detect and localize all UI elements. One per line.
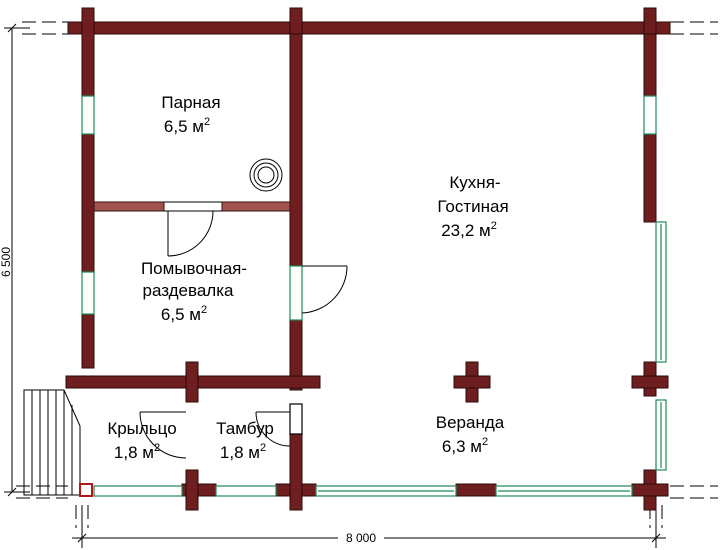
room-name-kitchen-1: Кухня- bbox=[449, 173, 500, 192]
room-name-porch: Крыльцо bbox=[107, 419, 176, 438]
stove-icon bbox=[249, 158, 283, 192]
room-name-parnaya: Парная bbox=[161, 93, 220, 112]
room-area-porch: 1,8 м2 bbox=[114, 442, 160, 462]
room-name-kitchen-2: Гостиная bbox=[437, 197, 508, 216]
room-name-tambur: Тамбур bbox=[216, 419, 274, 438]
porch-stairs bbox=[23, 389, 81, 496]
room-name-wash-1: Помывочная- bbox=[141, 259, 247, 278]
doors bbox=[139, 201, 348, 459]
room-area-parnaya: 6,5 м2 bbox=[164, 116, 210, 136]
walls bbox=[65, 7, 671, 511]
room-area-wash: 6,5 м2 bbox=[161, 304, 207, 324]
axis-dashes bbox=[16, 21, 718, 528]
room-name-wash-2: раздевалка bbox=[143, 281, 235, 300]
room-name-veranda: Веранда bbox=[436, 413, 505, 432]
dimension-lines bbox=[4, 23, 666, 548]
sauna-partition bbox=[93, 201, 291, 212]
room-area-veranda: 6,3 м2 bbox=[442, 436, 488, 456]
room-area-tambur: 1,8 м2 bbox=[220, 442, 266, 462]
room-area-kitchen: 23,2 м2 bbox=[441, 220, 497, 240]
dimension-width-bg bbox=[338, 530, 384, 544]
chimney-marker bbox=[79, 483, 93, 497]
dimension-height: 6 500 bbox=[0, 247, 13, 277]
windows bbox=[81, 95, 667, 497]
dimension-width: 8 000 bbox=[346, 531, 376, 545]
